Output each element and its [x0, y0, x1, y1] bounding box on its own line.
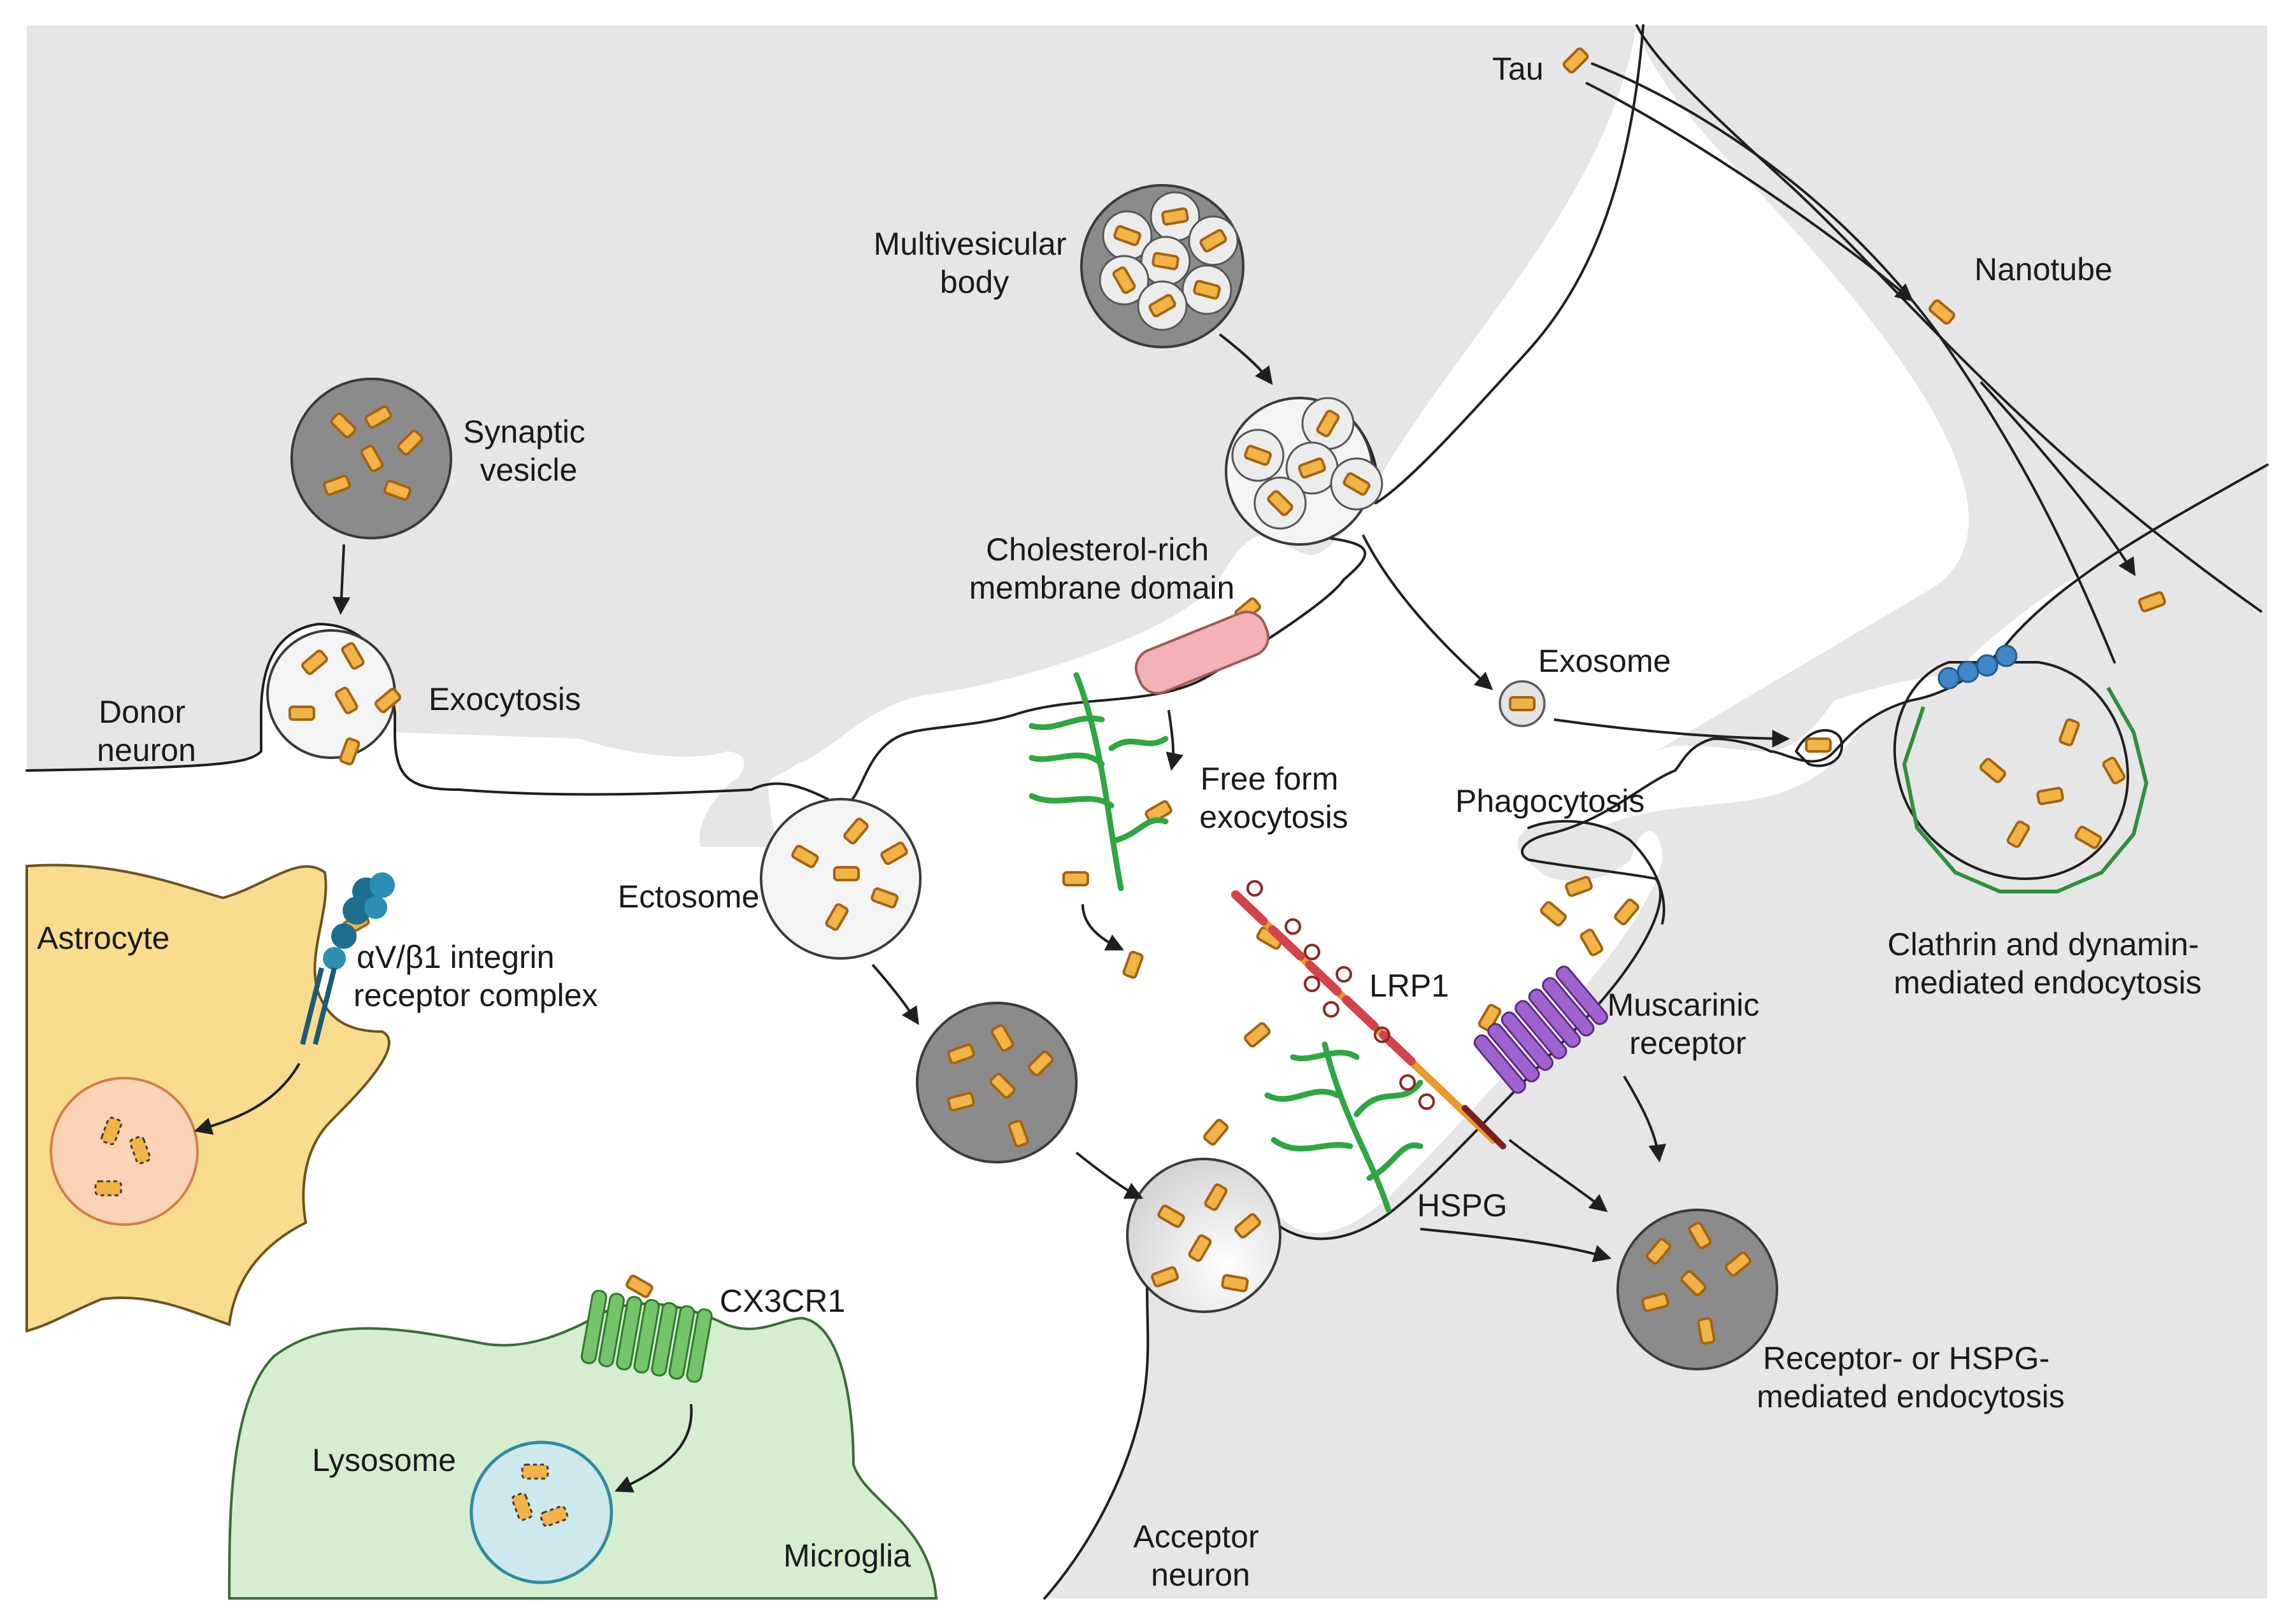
label-exosome: Exosome [1538, 643, 1671, 679]
lrp1-receptor [1231, 880, 1506, 1149]
label-acceptor-neuron: Acceptor neuron [1133, 1519, 1267, 1593]
label-muscarinic: Muscarinic receptor [1608, 987, 1769, 1061]
label-tau: Tau [1492, 51, 1544, 87]
hspg-upper [1029, 672, 1169, 892]
label-exocytosis: Exocytosis [429, 681, 581, 717]
hspg-lower [1264, 1041, 1423, 1213]
label-cx3cr1: CX3CR1 [720, 1283, 845, 1319]
exosome-pit [1795, 729, 1843, 767]
label-phagocytosis: Phagocytosis [1455, 783, 1644, 819]
nanotube-cell [1637, 25, 2267, 751]
label-integrin: αV/β1 integrin receptor complex [353, 939, 598, 1013]
acceptor-neuron-body [1045, 465, 2267, 1598]
cx3cr1-receptor [580, 1290, 713, 1383]
astrocyte-lysosome [50, 1077, 199, 1226]
label-mvb: Multivesicular body [874, 226, 1076, 300]
donor-neuron-body [27, 25, 1637, 847]
exocytosis-vesicle [266, 629, 396, 759]
label-ectosome: Ectosome [618, 879, 759, 914]
degraded-tau [94, 1116, 569, 1527]
label-receptor-endocytosis: Receptor- or HSPG- mediated endocytosis [1757, 1340, 2065, 1414]
nanotube-upper-membrane [1636, 24, 2262, 613]
phagocytic-cup [1527, 820, 1665, 925]
nanotube-lower-membrane [1591, 62, 2116, 664]
muscarinic-receptor [1473, 965, 1608, 1094]
clathrin-pit-membrane [1893, 661, 2129, 880]
integrin-receptor [300, 872, 395, 1045]
arrows [194, 82, 2136, 1493]
label-nanotube: Nanotube [1974, 252, 2113, 287]
label-microglia: Microglia [783, 1538, 911, 1574]
label-lrp1: LRP1 [1369, 968, 1449, 1004]
label-lysosome: Lysosome [312, 1442, 456, 1478]
label-free-form: Free form exocytosis [1199, 761, 1348, 835]
label-donor-neuron: Donor neuron [97, 694, 196, 768]
label-clathrin: Clathrin and dynamin- mediated endocytos… [1887, 927, 2207, 1000]
cholesterol-raft [1134, 611, 1270, 695]
label-hspg: HSPG [1417, 1188, 1508, 1223]
clathrin-coat [1902, 686, 2149, 893]
microglia-lysosome [469, 1440, 613, 1584]
dynamin-ring [1937, 644, 2018, 690]
label-astrocyte: Astrocyte [37, 920, 169, 956]
tau-molecules [289, 47, 2166, 1345]
label-cholesterol: Cholesterol-rich membrane domain [969, 532, 1235, 606]
label-synaptic-vesicle: Synaptic vesicle [463, 414, 594, 488]
